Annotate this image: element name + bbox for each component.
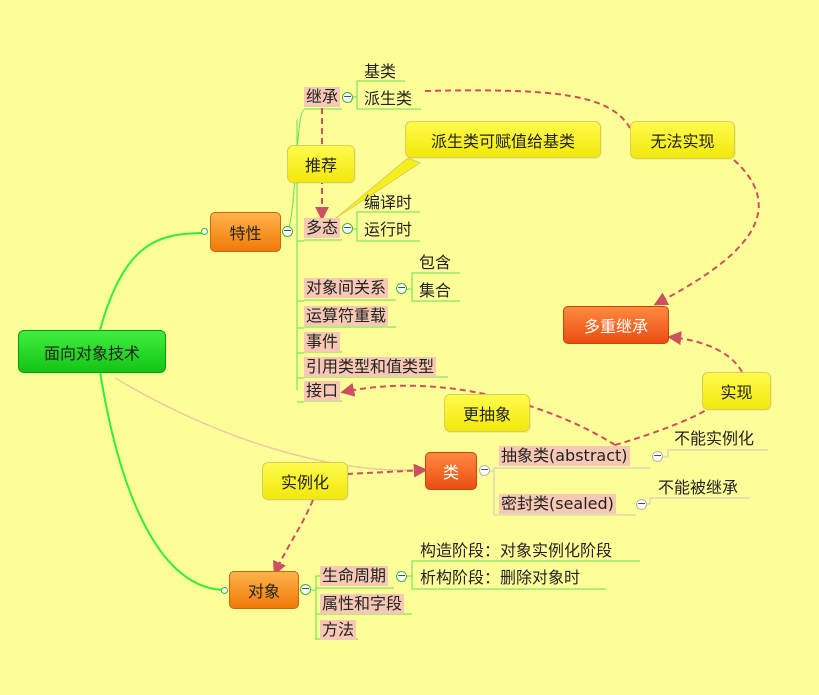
polymorphism-label[interactable]: 多态 <box>304 218 341 238</box>
arrow-implement <box>667 331 743 373</box>
link-root-traits <box>99 232 208 331</box>
interface-label[interactable]: 接口 <box>304 381 341 401</box>
root-node[interactable]: 面向对象技术 <box>18 330 166 373</box>
sealed-class-text: 密封类(sealed) <box>501 494 614 513</box>
methods-label[interactable]: 方法 <box>320 620 357 640</box>
arrow-instantiate <box>273 499 314 576</box>
lifecycle-collapse-toggle[interactable]: − <box>396 569 407 582</box>
object-collapse-toggle[interactable]: − <box>300 582 311 595</box>
construct-label[interactable]: 构造阶段：对象实例化阶段 <box>420 541 613 560</box>
assign-callout[interactable]: 派生类可赋值给基类 <box>405 121 601 158</box>
aggregation-label[interactable]: 集合 <box>419 281 452 300</box>
ref-value-types-label[interactable]: 引用类型和值类型 <box>304 357 437 377</box>
arrow-more-abstract <box>340 382 616 446</box>
abstract-class-label[interactable]: 抽象类(abstract) <box>499 446 630 466</box>
implement-callout[interactable]: 实现 <box>702 372 771 410</box>
lifecycle-label[interactable]: 生命周期 <box>320 566 389 586</box>
contains-label[interactable]: 包含 <box>419 253 452 272</box>
base-class-label[interactable]: 基类 <box>364 62 397 81</box>
abstract-note-label[interactable]: 不能实例化 <box>674 429 755 448</box>
traits-node[interactable]: 特性 <box>210 212 281 252</box>
events-label[interactable]: 事件 <box>304 332 341 352</box>
derive-callout[interactable]: 推荐 <box>287 145 355 183</box>
sealed-note-label[interactable]: 不能被继承 <box>658 478 739 497</box>
link-root-class <box>114 377 425 472</box>
link-root-object <box>99 371 227 591</box>
class-node[interactable]: 类 <box>425 452 477 490</box>
sealed-collapse-toggle[interactable]: − <box>636 497 647 510</box>
run-time-label[interactable]: 运行时 <box>364 220 413 239</box>
compile-time-label[interactable]: 编译时 <box>364 193 413 212</box>
root-traits-anchor <box>201 228 208 235</box>
arrow-cannot-implement <box>424 89 760 304</box>
inheritance-label[interactable]: 继承 <box>304 87 341 107</box>
sealed-class-label[interactable]: 密封类(sealed) <box>499 494 616 514</box>
callout-pointer <box>335 157 422 219</box>
cannot-implement-callout[interactable]: 无法实现 <box>630 121 735 159</box>
instantiate-callout[interactable]: 实例化 <box>262 462 348 500</box>
root-object-anchor <box>221 587 228 594</box>
object-relations-label[interactable]: 对象间关系 <box>304 278 389 298</box>
more-abstract-callout[interactable]: 更抽象 <box>444 394 530 432</box>
operator-overloading-label[interactable]: 运算符重载 <box>304 306 389 326</box>
inheritance-collapse-toggle[interactable]: − <box>342 90 353 103</box>
relations-collapse-toggle[interactable]: − <box>396 281 407 294</box>
derived-class-label[interactable]: 派生类 <box>364 89 413 108</box>
abstract-collapse-toggle[interactable]: − <box>652 449 663 462</box>
multiple-inheritance-node[interactable]: 多重继承 <box>563 306 669 344</box>
traits-collapse-toggle[interactable]: − <box>282 224 293 237</box>
class-collapse-toggle[interactable]: − <box>479 463 490 476</box>
destruct-label[interactable]: 析构阶段：删除对象时 <box>420 568 581 587</box>
abstract-class-text: 抽象类(abstract) <box>501 446 628 465</box>
polymorphism-collapse-toggle[interactable]: − <box>342 221 353 234</box>
properties-label[interactable]: 属性和字段 <box>320 594 405 614</box>
object-node[interactable]: 对象 <box>229 571 299 609</box>
